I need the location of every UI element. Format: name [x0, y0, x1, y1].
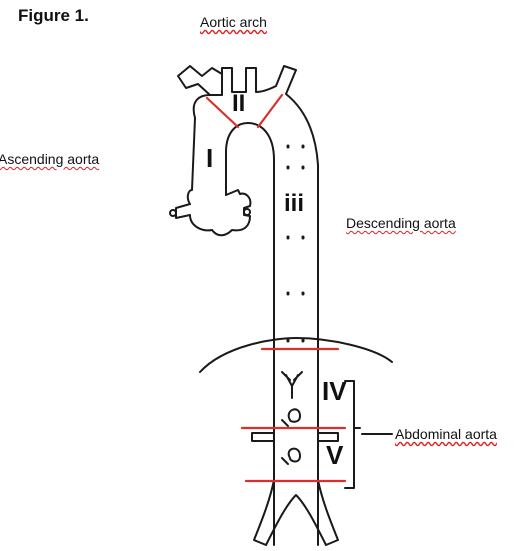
label-aortic-arch: Aortic arch	[200, 14, 267, 30]
left-renal-artery	[252, 433, 274, 441]
iliac-bifurcation	[254, 480, 338, 545]
celiac-trunk-icon	[282, 372, 302, 398]
arch-outer-wall	[194, 66, 318, 545]
zone-iii-label: iii	[284, 192, 304, 216]
label-ascending-aorta: Ascending aorta	[0, 151, 99, 167]
zone-i-label: I	[206, 145, 213, 171]
zone-iv-label: IV	[322, 378, 347, 404]
zones-iv-v-bracket	[345, 381, 360, 488]
sma-icon	[282, 409, 300, 426]
brachiocephalic-branch	[178, 66, 222, 95]
diaphragm-line	[200, 338, 392, 372]
label-abdominal-aorta: Abdominal aorta	[395, 426, 497, 442]
ima-icon	[282, 449, 300, 464]
label-descending-aorta: Descending aorta	[346, 215, 456, 231]
zone-boundary-ii-iii	[258, 95, 282, 127]
zone-ii-label: II	[232, 92, 245, 116]
zone-v-label: V	[326, 442, 343, 468]
aortic-root	[176, 118, 250, 235]
